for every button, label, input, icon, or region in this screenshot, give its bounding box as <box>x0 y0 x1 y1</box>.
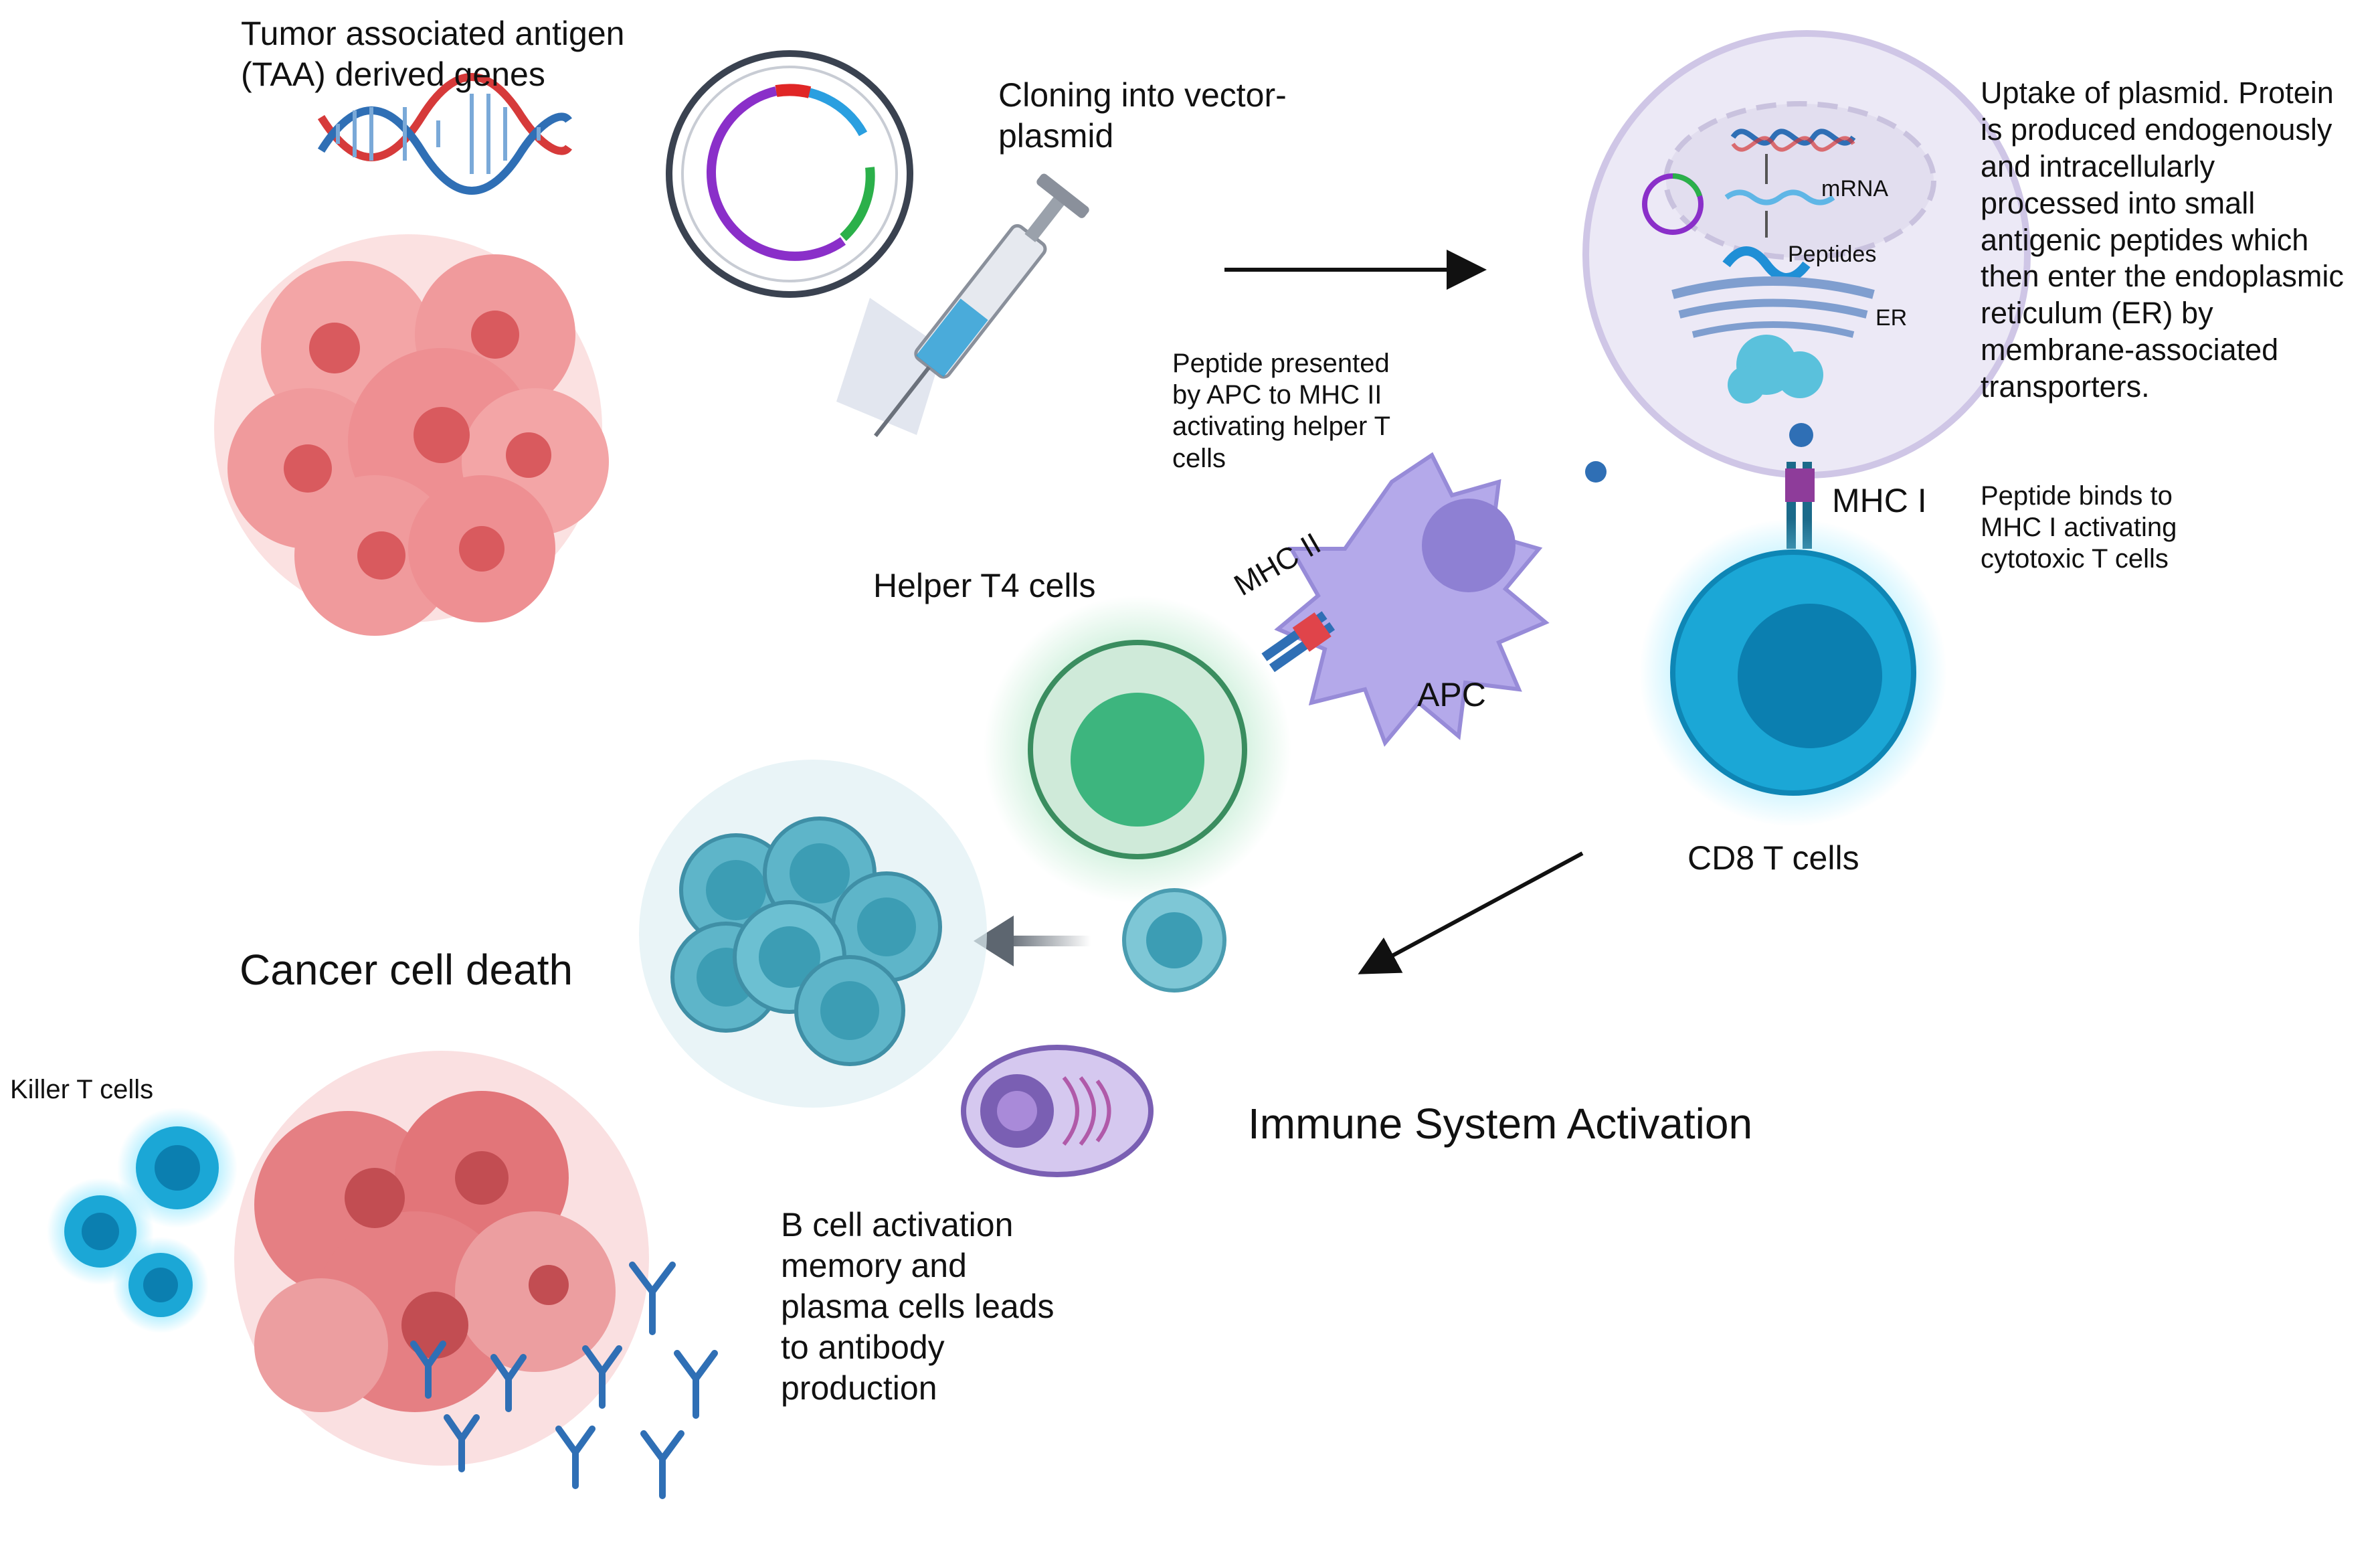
b-cell-cluster-icon <box>639 760 987 1108</box>
syringe-icon <box>874 173 1089 438</box>
cd8-label: CD8 T cells <box>1687 839 1859 877</box>
peptide-mhc1-label: Peptide binds to MHC I activating cytoto… <box>1981 481 2177 574</box>
killer-t-label: Killer T cells <box>10 1075 154 1104</box>
helper-t-cell-icon <box>984 596 1291 904</box>
cloning-label: Cloning into vector- plasmid <box>998 76 1287 155</box>
mrna-label: mRNA <box>1821 176 1889 201</box>
b-cell-icon <box>1122 888 1226 993</box>
peptides-label: Peptides <box>1788 242 1877 267</box>
killer-t-cell-icon <box>47 1108 238 1333</box>
mhc-i-label: MHC I <box>1832 482 1927 519</box>
immune-activation-label: Immune System Activation <box>1248 1100 1753 1148</box>
arrow-to-b-cell-cluster <box>974 916 1091 966</box>
plasma-cell-icon <box>961 1045 1154 1177</box>
uptake-label: Uptake of plasmid. Protein is produced e… <box>1981 76 2344 404</box>
taa-genes-label: Tumor associated antigen (TAA) derived g… <box>241 15 625 93</box>
er-label: ER <box>1875 305 1908 331</box>
tumor-icon <box>214 234 609 636</box>
antibody-icon <box>410 1262 718 1499</box>
b-cell-label: B cell activation memory and plasma cell… <box>781 1206 1055 1407</box>
dying-tumor-icon <box>234 1051 649 1466</box>
helper-t4-label: Helper T4 cells <box>873 567 1096 604</box>
cd8-t-cell-icon <box>1639 519 1947 827</box>
cell-icon <box>1582 30 2031 479</box>
cancer-death-label: Cancer cell death <box>240 946 573 994</box>
arrow-to-activation <box>1358 851 1584 974</box>
plasmid-icon <box>666 50 943 435</box>
antigen-presenting-cell-icon <box>1274 452 1607 747</box>
peptide-mhc2-label: Peptide presented by APC to MHC II activ… <box>1172 349 1391 473</box>
dna-icon <box>317 73 572 195</box>
apc-label: APC <box>1417 676 1486 713</box>
mhc-ii-receptor-icon <box>1261 611 1336 673</box>
